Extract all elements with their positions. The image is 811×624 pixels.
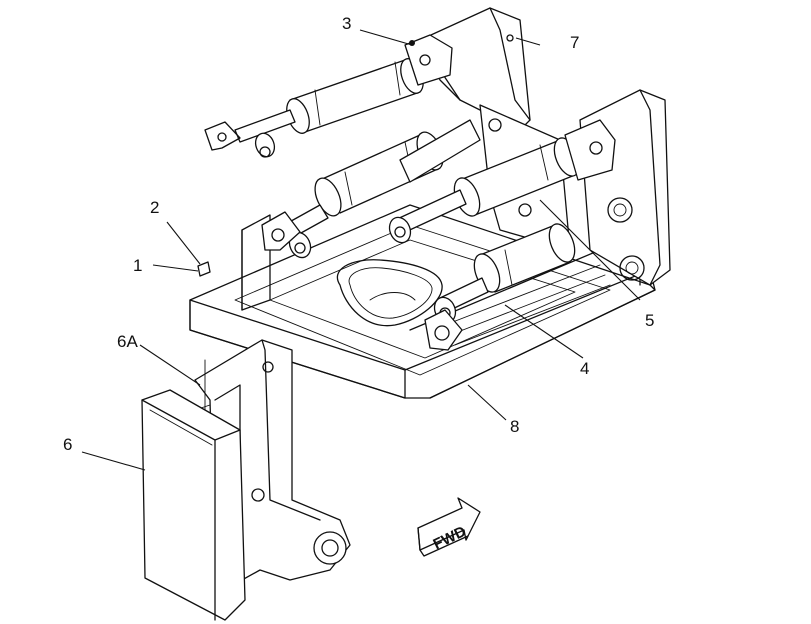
leader-lines — [81, 29, 641, 471]
callout-4: 4 — [580, 359, 589, 378]
callout-7: 7 — [570, 33, 579, 52]
callout-5: 5 — [645, 311, 654, 330]
counterweight — [141, 389, 246, 621]
callout-1: 1 — [133, 256, 142, 275]
cylinder-top — [204, 34, 453, 158]
cylinder-lower — [424, 223, 576, 351]
callout-6: 6 — [63, 435, 72, 454]
cylinder-middle-right — [388, 119, 616, 244]
cylinder-middle-left — [261, 119, 481, 259]
callout-6a: 6A — [117, 332, 138, 351]
callout-3: 3 — [342, 14, 351, 33]
callout-8: 8 — [510, 417, 519, 436]
callout-2: 2 — [150, 198, 159, 217]
callout-labels: 1 2 3 4 5 6 6A 7 8 — [63, 14, 654, 454]
forward-direction-arrow: FWD — [417, 497, 481, 557]
part-1-retainer — [197, 261, 211, 277]
right-tower — [579, 89, 671, 286]
